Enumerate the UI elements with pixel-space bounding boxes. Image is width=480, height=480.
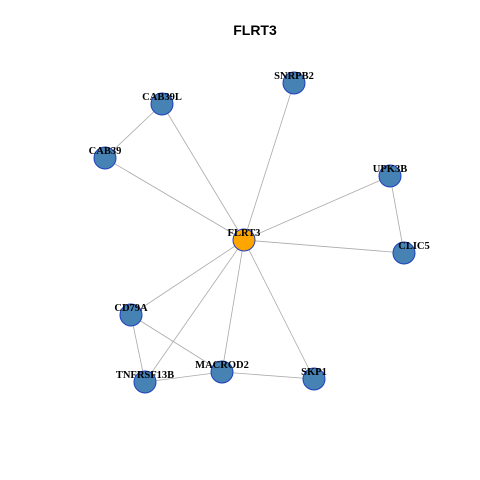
edge-flrt3-snrpb2 xyxy=(243,82,295,241)
edge-flrt3-cab39 xyxy=(104,157,245,241)
node-tnfrsf13b xyxy=(133,370,157,394)
node-label-clic5: CLIC5 xyxy=(398,241,430,252)
node-label-cd79a: CD79A xyxy=(114,303,148,314)
edge-flrt3-macrod2 xyxy=(221,239,245,373)
edge-flrt3-clic5 xyxy=(243,239,405,254)
node-clic5 xyxy=(392,241,416,265)
edge-flrt3-upk3b xyxy=(243,175,391,241)
edge-flrt3-tnfrsf13b xyxy=(144,239,245,383)
edge-cab39l-cab39 xyxy=(104,103,163,159)
node-label-macrod2: MACROD2 xyxy=(195,360,249,371)
node-snrpb2 xyxy=(282,71,306,95)
node-macrod2 xyxy=(210,360,234,384)
edge-flrt3-cd79a xyxy=(130,239,245,316)
node-label-upk3b: UPK3B xyxy=(373,164,407,175)
node-skp1 xyxy=(302,367,326,391)
node-label-cab39l: CAB39L xyxy=(142,92,182,103)
node-label-cab39: CAB39 xyxy=(89,146,122,157)
edge-flrt3-skp1 xyxy=(243,239,315,380)
node-flrt3 xyxy=(232,228,256,252)
edge-cd79a-macrod2 xyxy=(130,314,223,373)
node-label-tnfrsf13b: TNFRSF13B xyxy=(116,370,174,381)
node-upk3b xyxy=(378,164,402,188)
node-label-snrpb2: SNRPB2 xyxy=(274,71,314,82)
node-label-flrt3: FLRT3 xyxy=(228,228,261,239)
node-cab39 xyxy=(93,146,117,170)
diagram-title: FLRT3 xyxy=(233,22,277,38)
edge-macrod2-skp1 xyxy=(221,371,315,380)
edge-flrt3-cab39l xyxy=(161,103,245,241)
node-cab39l xyxy=(150,92,174,116)
node-label-skp1: SKP1 xyxy=(301,367,327,378)
edge-upk3b-clic5 xyxy=(389,175,405,254)
node-cd79a xyxy=(119,303,143,327)
edge-tnfrsf13b-macrod2 xyxy=(144,371,223,383)
node-layer xyxy=(93,71,416,394)
